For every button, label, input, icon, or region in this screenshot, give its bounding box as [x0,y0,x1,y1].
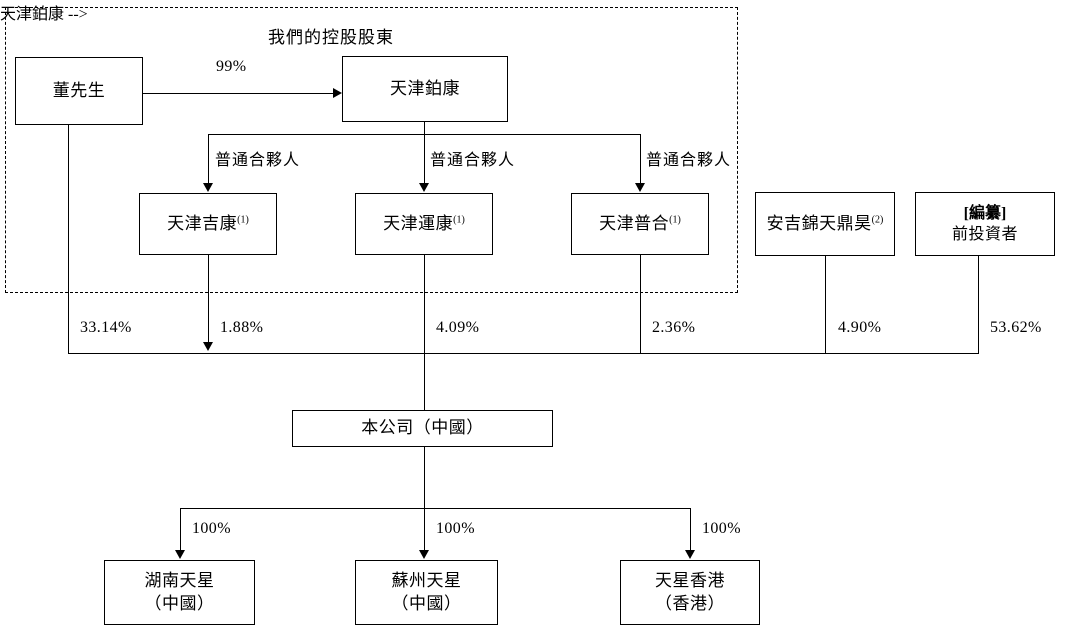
node-pre-ipo-investors[interactable]: [編纂] 前投資者 [915,192,1055,256]
node-tianxing-hongkong[interactable]: 天星香港 （香港） [620,560,760,625]
node-tianjin-bokang[interactable]: 天津鉑康 [342,56,508,122]
company-ownership-bus [68,353,979,354]
edge-label-yunkang-to-company: 4.09% [436,319,480,336]
edge-company-to-hongkong-line [690,508,691,551]
edge-bokang-to-yunkang-arrow [419,183,429,192]
subsidiary-distribution-bus [180,508,691,509]
node-anji-jintian-dinghao-label: 安吉錦天鼎昊(2) [766,213,884,233]
edge-label-dong-to-company: 33.14% [80,319,132,336]
edge-puhe-to-company-line [640,255,641,354]
edge-dong-to-bokang-arrow [333,88,342,98]
edge-company-to-suzhou-line [424,508,425,551]
edge-jikang-to-company-arrow [203,342,213,351]
controlling-shareholder-group-frame [5,7,738,293]
node-company-label: 本公司（中國） [361,418,484,438]
node-mr-dong-label: 董先生 [52,80,106,100]
node-tianjin-puhe[interactable]: 天津普合(1) [571,193,709,255]
node-pre-ipo-investors-line1: [編纂] [963,204,1007,222]
node-tianjin-yunkang[interactable]: 天津運康(1) [355,193,493,255]
edge-yunkang-to-company-line [424,255,425,411]
node-tianjin-puhe-label: 天津普合(1) [599,213,681,233]
node-mr-dong[interactable]: 董先生 [15,57,143,125]
node-anji-jintian-dinghao-note: (2) [871,214,884,226]
edge-dong-to-bokang-line [143,93,333,94]
node-hunan-tianxing[interactable]: 湖南天星 （中國） [104,560,255,625]
edge-label-bokang-to-puhe: 普通合夥人 [646,152,732,169]
edge-company-to-suzhou-arrow [419,550,429,559]
edge-bokang-to-puhe-arrow [635,183,645,192]
edge-label-puhe-to-company: 2.36% [652,319,696,336]
edge-dong-to-company-line [68,125,69,354]
edge-label-company-to-hongkong: 100% [702,520,741,537]
node-suzhou-tianxing-line2: （中國） [391,593,462,613]
node-anji-jintian-dinghao[interactable]: 安吉錦天鼎昊(2) [755,192,895,256]
edge-bokang-to-jikang-arrow [203,183,213,192]
controlling-shareholder-group-title: 我們的控股股東 [268,28,394,47]
edge-bokang-to-puhe-line [640,134,641,184]
edge-preipo-to-company-line [978,256,979,354]
node-tianxing-hongkong-line1: 天星香港 [655,571,725,591]
node-tianjin-jikang[interactable]: 天津吉康(1) [139,193,277,255]
node-suzhou-tianxing-line1: 蘇州天星 [391,571,462,591]
node-suzhou-tianxing[interactable]: 蘇州天星 （中國） [355,560,498,625]
node-tianjin-yunkang-label: 天津運康(1) [383,213,465,233]
edge-bokang-to-yunkang-line [424,134,425,184]
node-tianjin-yunkang-note: (1) [453,214,465,226]
edge-label-anji-to-company: 4.90% [838,319,882,336]
node-tianjin-jikang-note: (1) [237,214,249,226]
node-tianjin-puhe-note: (1) [669,214,681,226]
edge-label-preipo-to-company: 53.62% [990,319,1042,336]
node-hunan-tianxing-line2: （中國） [144,593,215,613]
edge-label-bokang-to-jikang: 普通合夥人 [215,152,301,169]
node-pre-ipo-investors-line2: 前投資者 [951,226,1018,243]
edge-company-to-hongkong-arrow [685,550,695,559]
edge-label-company-to-suzhou: 100% [436,520,475,537]
node-company[interactable]: 本公司（中國） [292,410,553,447]
edge-jikang-to-company-line [208,255,209,343]
edge-label-company-to-hunan: 100% [192,520,231,537]
edge-bokang-to-jikang-line [208,134,209,184]
edge-label-jikang-to-company: 1.88% [220,319,264,336]
edge-label-bokang-to-yunkang: 普通合夥人 [430,152,516,169]
edge-company-to-hunan-line [180,508,181,551]
node-tianjin-bokang-label: 天津鉑康 [390,78,460,98]
edge-anji-to-company-line [825,256,826,354]
edge-label-dong-to-bokang: 99% [216,58,247,75]
bokang-drop-line [424,122,425,135]
company-drop-line [424,447,425,509]
node-tianjin-jikang-label: 天津吉康(1) [167,213,249,233]
node-tianxing-hongkong-line2: （香港） [655,593,725,613]
edge-company-to-hunan-arrow [175,550,185,559]
node-hunan-tianxing-line1: 湖南天星 [144,571,215,591]
